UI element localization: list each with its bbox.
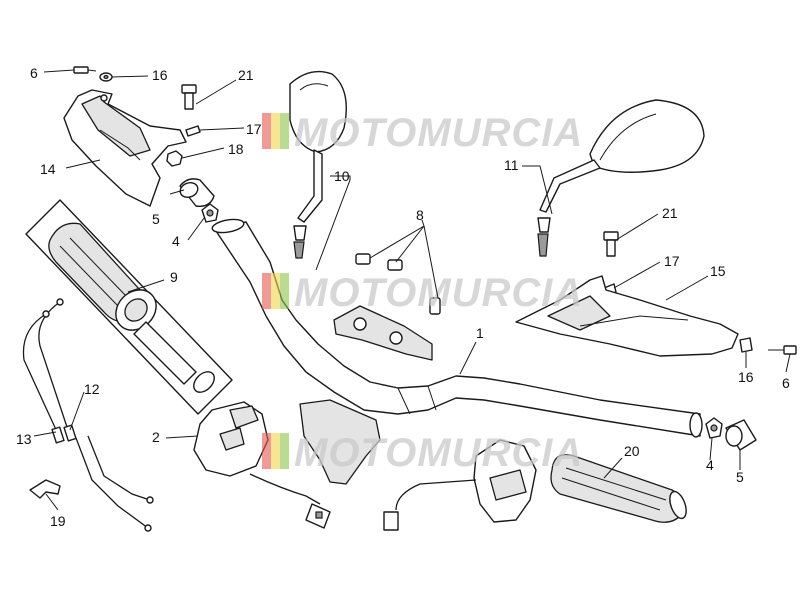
screw-right[interactable] [768, 345, 797, 355]
watermark-bottom: MOTOMURCIA [262, 431, 583, 475]
bar-end-cap-left[interactable] [178, 178, 215, 207]
clip-left[interactable] [185, 125, 201, 137]
callout-13: 13 [16, 431, 32, 447]
bar-end-cap-right[interactable] [725, 419, 757, 451]
callout-2: 2 [152, 429, 160, 445]
lower-riser[interactable] [299, 399, 381, 485]
handlebar[interactable] [211, 217, 703, 438]
callout-21-left: 21 [238, 67, 254, 83]
watermark-flag-green [280, 273, 289, 309]
nut-18[interactable] [166, 150, 183, 167]
callout-17-left: 17 [246, 121, 262, 137]
cable-12[interactable] [38, 298, 154, 504]
bolt-left[interactable] [181, 84, 197, 110]
bracket-19[interactable] [29, 479, 61, 499]
bar-end-insert-left[interactable] [201, 203, 219, 223]
watermark-flag-yellow [271, 113, 280, 149]
handlebar-clamp[interactable] [333, 305, 433, 361]
callout-15: 15 [710, 263, 726, 279]
callout-9: 9 [170, 269, 178, 285]
watermark-flag-red [262, 433, 271, 469]
watermark-text: MOTOMURCIA [294, 111, 583, 155]
right-grip[interactable] [550, 453, 689, 523]
watermark-text: MOTOMURCIA [294, 271, 583, 315]
screw-left[interactable] [73, 66, 97, 74]
washer-right[interactable] [739, 337, 753, 353]
callout-8: 8 [416, 207, 424, 223]
right-switch-assembly[interactable] [383, 439, 537, 531]
callout-10: 10 [334, 168, 350, 184]
watermark-flag-red [262, 273, 271, 309]
callout-21-right: 21 [662, 205, 678, 221]
callout-5-right: 5 [736, 469, 744, 485]
left-grip-kit-box[interactable] [25, 199, 233, 415]
watermark-flag-yellow [271, 273, 280, 309]
callout-16-right: 16 [738, 369, 754, 385]
watermark-text: MOTOMURCIA [294, 431, 583, 475]
leader-lines [33, 69, 791, 511]
callout-17-right: 17 [664, 253, 680, 269]
callout-5-left: 5 [152, 211, 160, 227]
watermark-flag-yellow [271, 433, 280, 469]
bolt-right[interactable] [603, 231, 619, 257]
bar-end-insert-right[interactable] [705, 417, 723, 439]
cable-13[interactable] [22, 310, 152, 532]
callout-20: 20 [624, 443, 640, 459]
callout-19: 19 [50, 513, 66, 529]
callout-6-left: 6 [30, 65, 38, 81]
callout-labels: 6 16 21 17 18 14 10 5 4 8 9 11 21 17 15 … [16, 65, 790, 529]
washer-left[interactable] [99, 72, 113, 82]
right-mirror[interactable] [537, 99, 705, 257]
watermark-flag-green [280, 433, 289, 469]
right-hand-guard[interactable] [515, 275, 739, 357]
callout-12: 12 [84, 381, 100, 397]
callout-18: 18 [228, 141, 244, 157]
screws-8[interactable] [355, 253, 441, 315]
watermark-top: MOTOMURCIA [262, 111, 583, 155]
callout-11: 11 [504, 157, 519, 173]
callout-16-left: 16 [152, 67, 168, 83]
left-mirror[interactable] [289, 70, 347, 259]
watermark-flag-red [262, 113, 271, 149]
callout-14: 14 [40, 161, 56, 177]
callout-4-right: 4 [706, 457, 714, 473]
callout-4-left: 4 [172, 233, 180, 249]
left-hand-guard[interactable] [63, 89, 187, 207]
watermark-middle: MOTOMURCIA [262, 271, 583, 315]
left-switch-assembly[interactable] [193, 401, 331, 529]
callout-6-right: 6 [782, 375, 790, 391]
callout-1: 1 [476, 325, 484, 341]
watermark-flag-green [280, 113, 289, 149]
